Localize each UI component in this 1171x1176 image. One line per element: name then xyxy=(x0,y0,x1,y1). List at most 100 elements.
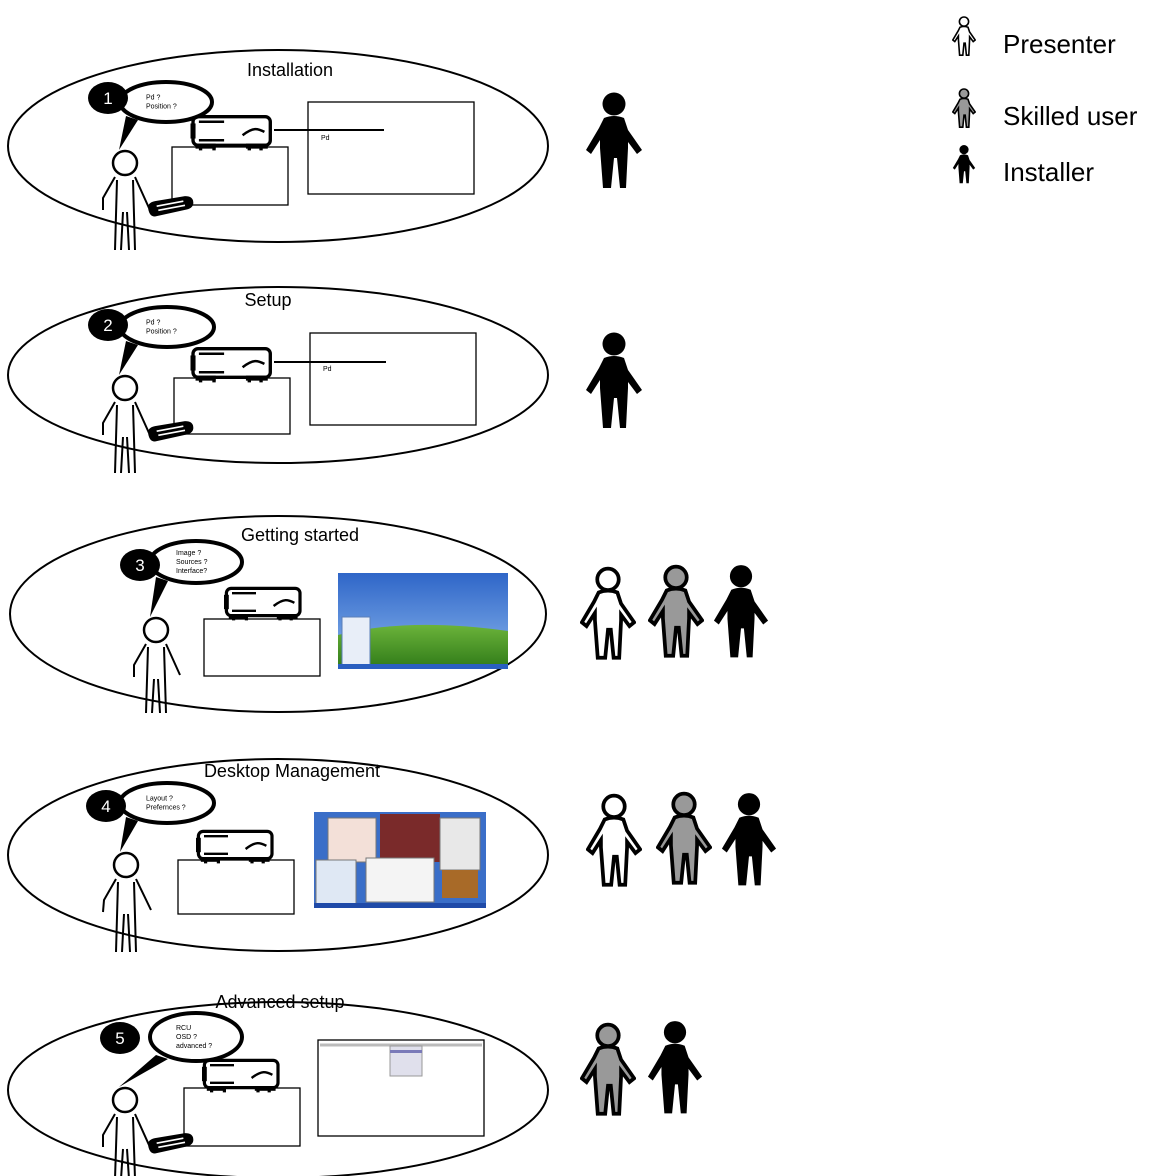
projector-icon xyxy=(188,114,273,152)
presenter-body xyxy=(133,643,181,714)
step-title: Getting started xyxy=(241,525,359,545)
taskbar xyxy=(338,664,508,669)
window-chart xyxy=(327,817,377,863)
step-number-badge xyxy=(88,82,128,114)
legend-skilled-icon xyxy=(952,88,976,128)
speech-bubble xyxy=(118,80,214,124)
presenter-body xyxy=(102,1113,150,1176)
presenter-body xyxy=(102,878,152,953)
presenter-body xyxy=(102,176,150,251)
step-number: 4 xyxy=(101,797,110,816)
osd-menu-highlight xyxy=(390,1050,422,1053)
step-number: 5 xyxy=(115,1029,124,1048)
bubble-tail xyxy=(119,341,138,375)
user-presenter-icon xyxy=(580,566,636,660)
bubble-question: advanced ? xyxy=(176,1043,212,1050)
speech-bubble xyxy=(148,1011,244,1063)
window-photo xyxy=(380,814,440,862)
step-number-badge xyxy=(120,549,160,581)
scene-ellipse xyxy=(9,515,547,713)
step-number-badge xyxy=(88,309,128,341)
user-installer-icon xyxy=(721,793,777,886)
table xyxy=(177,859,295,915)
bubble-question: Pd ? xyxy=(146,320,161,327)
bubble-question: Sources ? xyxy=(176,559,208,566)
user-installer-icon xyxy=(713,565,769,658)
bubble-question: Prefernces ? xyxy=(146,805,186,812)
user-skilled-icon xyxy=(656,791,712,885)
legend-label-presenter: Presenter xyxy=(1003,29,1116,59)
bubble-tail xyxy=(119,1055,168,1087)
presenter-head xyxy=(111,149,139,177)
user-skilled-icon xyxy=(580,1022,636,1116)
user-installer-icon xyxy=(586,332,642,428)
presenter-body xyxy=(102,401,150,474)
step-number: 1 xyxy=(103,89,112,108)
scene-ellipse xyxy=(7,286,549,464)
bubble-question: Image ? xyxy=(176,550,201,557)
bubble-tail xyxy=(120,817,138,852)
presenter-head xyxy=(142,616,170,644)
taskbar xyxy=(314,903,486,908)
bubble-question: Layout ? xyxy=(146,796,173,803)
step-number: 2 xyxy=(103,316,112,335)
step-number-badge xyxy=(86,790,126,822)
step-title: Desktop Management xyxy=(204,761,380,781)
step-title: Installation xyxy=(247,60,333,80)
remote-icon xyxy=(147,420,195,443)
user-installer-icon xyxy=(647,1021,703,1114)
window-table xyxy=(365,857,435,903)
bubble-question: Position ? xyxy=(146,329,177,336)
bubble-question: Pd ? xyxy=(146,95,161,102)
step-title: Setup xyxy=(244,290,291,310)
table xyxy=(183,1087,301,1147)
start-menu xyxy=(341,616,371,666)
table xyxy=(203,618,321,677)
projector-icon xyxy=(194,829,274,865)
projection-screen xyxy=(309,332,477,426)
projector-icon xyxy=(200,1058,280,1094)
remote-icon xyxy=(147,1132,195,1155)
screen-label: Pd xyxy=(321,135,330,142)
window-explorer xyxy=(315,859,357,905)
legend-label-skilled: Skilled user xyxy=(1003,101,1138,131)
presenter-head xyxy=(112,851,140,879)
bubble-question: RCU xyxy=(176,1025,191,1032)
bubble-question: Position ? xyxy=(146,104,177,111)
step-number-badge xyxy=(100,1022,140,1054)
user-presenter-icon xyxy=(586,793,642,887)
window-sheet xyxy=(439,817,481,871)
speech-bubble xyxy=(118,305,216,349)
desktop-hills xyxy=(338,624,508,669)
legend-presenter-icon xyxy=(952,16,976,56)
bubble-tail xyxy=(150,577,168,617)
legend-installer-icon xyxy=(952,145,976,184)
user-skilled-icon xyxy=(648,564,704,658)
scene-ellipse xyxy=(7,1001,549,1176)
table xyxy=(171,146,289,206)
bubble-tail xyxy=(119,116,138,150)
scene-ellipse xyxy=(7,49,549,243)
speech-bubble xyxy=(118,781,216,825)
bubble-question: Interface? xyxy=(176,568,207,575)
projector-icon xyxy=(188,346,273,384)
step-number: 3 xyxy=(135,556,144,575)
projection-screen xyxy=(307,101,475,195)
window-video xyxy=(442,870,478,898)
projection-screen xyxy=(317,1039,485,1137)
scene-ellipse xyxy=(7,758,549,952)
remote-icon xyxy=(147,195,195,218)
bubble-question: OSD ? xyxy=(176,1034,197,1041)
screen-label: Pd xyxy=(323,366,332,373)
projector-icon xyxy=(222,586,302,622)
user-installer-icon xyxy=(586,92,642,188)
legend-label-installer: Installer xyxy=(1003,157,1094,187)
presenter-head xyxy=(111,1086,139,1114)
